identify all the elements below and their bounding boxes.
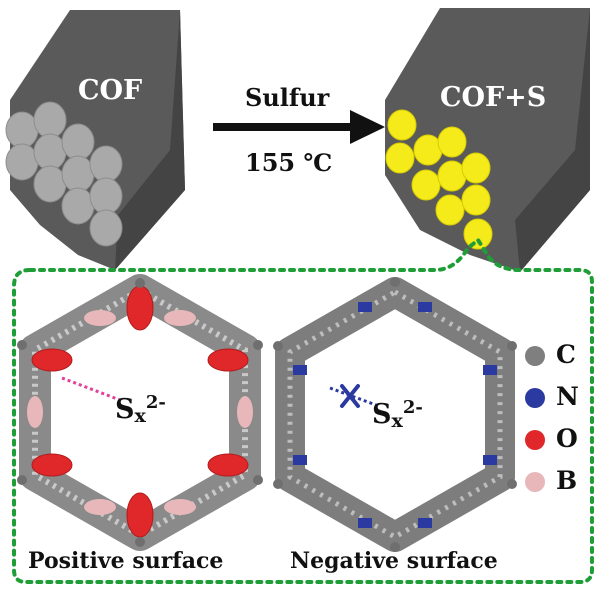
polysulfide-label-right: Sx2- (372, 397, 423, 432)
legend-label-c: C (556, 340, 576, 369)
legend-label-o: O (556, 424, 578, 453)
arrow-reagent-label: Sulfur (245, 83, 330, 112)
legend-dot-b (525, 472, 545, 492)
cof-right-side-shade (515, 8, 590, 272)
cof-label: COF (78, 75, 143, 106)
cof-left-side-shade (115, 10, 185, 270)
reaction-arrow (213, 110, 385, 144)
legend-markers (525, 346, 545, 492)
attraction-dotted-line (61, 376, 121, 402)
cof-bundle-left (5, 10, 185, 270)
hex-framework-positive (17, 274, 263, 551)
repulsion-dotted-line (329, 386, 377, 407)
arrow-shaft (213, 123, 358, 131)
legend-dot-c (525, 346, 545, 366)
legend-dot-n (525, 388, 545, 408)
hex-framework-negative (273, 277, 517, 552)
sulfur-filled-channels (385, 109, 493, 250)
polysulfide-label-left: Sx2- (115, 392, 166, 427)
legend-label-n: N (556, 382, 579, 411)
zoom-callout-border (12, 237, 594, 584)
negative-surface-caption: Negative surface (290, 548, 498, 574)
cof-bundle-right (385, 8, 590, 272)
cof-left-channel-ends (5, 101, 123, 247)
cof-s-label: COF+S (440, 82, 547, 113)
legend-dot-o (525, 430, 545, 450)
arrow-temperature-label: 155 ℃ (245, 148, 333, 177)
legend-label-b: B (556, 466, 578, 495)
repulsion-cross-icon (340, 384, 360, 408)
arrow-head (350, 110, 385, 144)
positive-surface-caption: Positive surface (28, 548, 224, 574)
